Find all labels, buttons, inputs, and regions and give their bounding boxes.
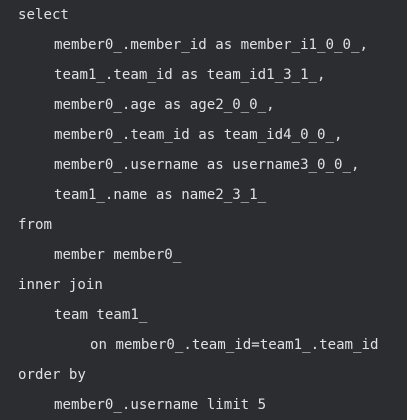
sql-keyword-order-by: order by bbox=[18, 367, 86, 383]
sql-keyword-select: select bbox=[18, 7, 69, 23]
sql-join-condition: on member0_.team_id=team1_.team_id bbox=[90, 337, 379, 353]
sql-select-column: member0_.team_id as team_id4_0_0_, bbox=[54, 127, 343, 143]
sql-select-column: team1_.team_id as team_id1_3_1_, bbox=[54, 67, 326, 83]
sql-from-table: member member0_ bbox=[54, 247, 182, 263]
sql-select-column: team1_.name as name2_3_1_ bbox=[54, 187, 267, 203]
sql-keyword-from: from bbox=[18, 217, 52, 233]
sql-join-table: team team1_ bbox=[54, 307, 148, 323]
sql-select-column: member0_.username as username3_0_0_, bbox=[54, 157, 360, 173]
sql-select-column: member0_.age as age2_0_0_, bbox=[54, 97, 275, 113]
sql-keyword-inner-join: inner join bbox=[18, 277, 103, 293]
sql-select-column: member0_.member_id as member_i1_0_0_, bbox=[54, 37, 368, 53]
sql-order-clause: member0_.username limit 5 bbox=[54, 397, 267, 413]
